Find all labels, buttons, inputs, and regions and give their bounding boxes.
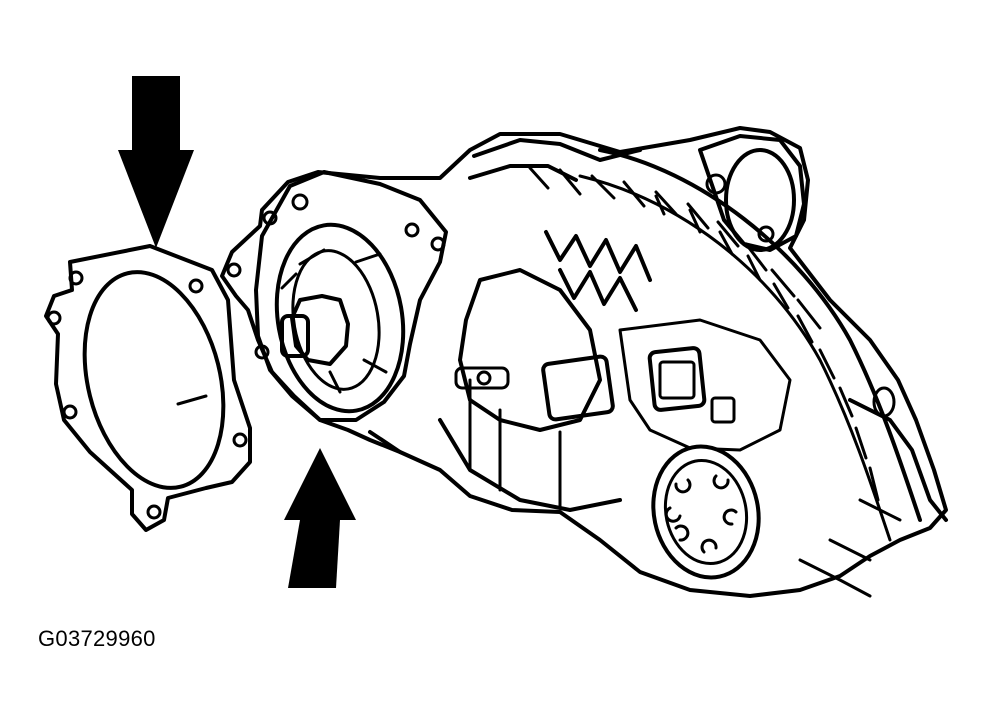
arrow-down-icon: [118, 76, 194, 248]
gasket: [44, 244, 252, 532]
transfer-case: [220, 126, 948, 598]
arrow-up-icon: [284, 448, 356, 588]
figure-code: G03729960: [38, 626, 156, 651]
